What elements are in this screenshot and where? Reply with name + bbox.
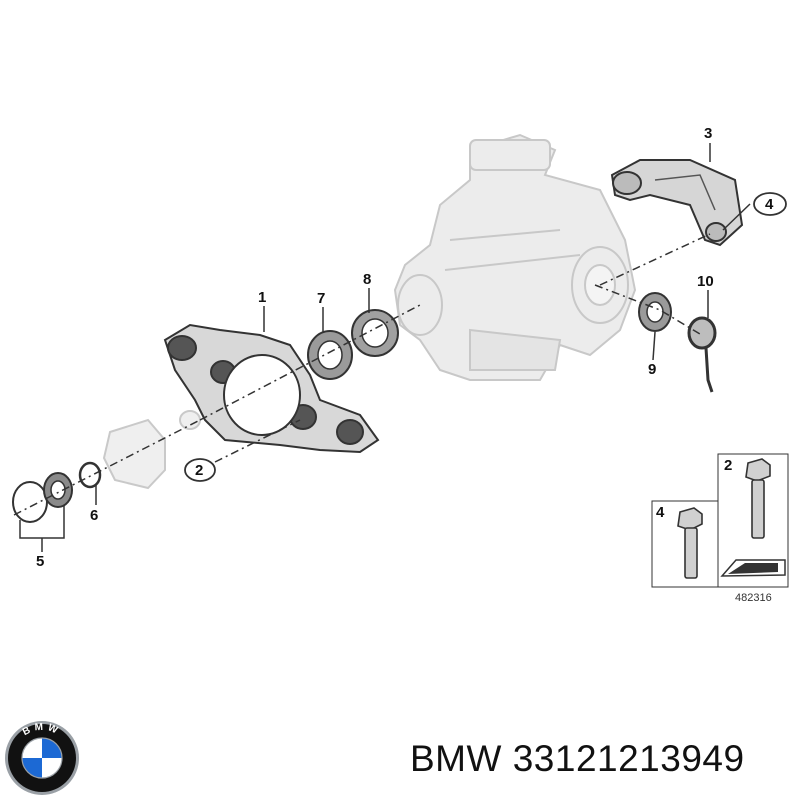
part-caption: BMW 33121213949 — [410, 738, 745, 780]
seal-ring-7 — [307, 330, 353, 380]
brand-name: BMW — [410, 738, 502, 779]
callout-2-bubble: 2 — [184, 458, 216, 482]
callout-9: 9 — [648, 361, 656, 378]
callout-7: 7 — [317, 290, 325, 307]
leader-lines — [19, 143, 751, 552]
callout-3: 3 — [704, 125, 712, 142]
callout-1: 1 — [258, 289, 266, 306]
fastener-inset-panel: 4 2 482316 — [651, 453, 789, 604]
bmw-logo-icon: BMW — [5, 721, 79, 795]
callout-5: 5 — [36, 553, 44, 570]
inset-label-2: 2 — [724, 457, 732, 474]
reference-number: 482316 — [735, 592, 772, 604]
retaining-clip-10 — [687, 316, 717, 393]
bolt-2 — [745, 458, 771, 539]
callout-8: 8 — [363, 271, 371, 288]
upper-mount-part — [610, 159, 744, 247]
part-number: 33121213949 — [512, 738, 745, 779]
callout-2: 2 — [195, 462, 203, 479]
flange-ghost — [102, 410, 201, 490]
rear-mount-bracket-part — [163, 323, 380, 454]
direction-arrow-icon — [720, 559, 786, 577]
callout-6: 6 — [90, 507, 98, 524]
ring-part-5 — [12, 472, 73, 523]
callout-4-bubble: 4 — [753, 192, 787, 216]
assembly-axis-lines — [13, 233, 711, 516]
bolt-4 — [677, 507, 703, 579]
inset-label-4: 4 — [656, 504, 665, 521]
seal-ring-8 — [351, 309, 399, 357]
snap-ring-6 — [78, 461, 102, 489]
differential-housing — [393, 133, 637, 381]
seal-ring-9 — [638, 292, 672, 332]
callout-4: 4 — [765, 196, 774, 213]
callout-10: 10 — [697, 273, 714, 290]
